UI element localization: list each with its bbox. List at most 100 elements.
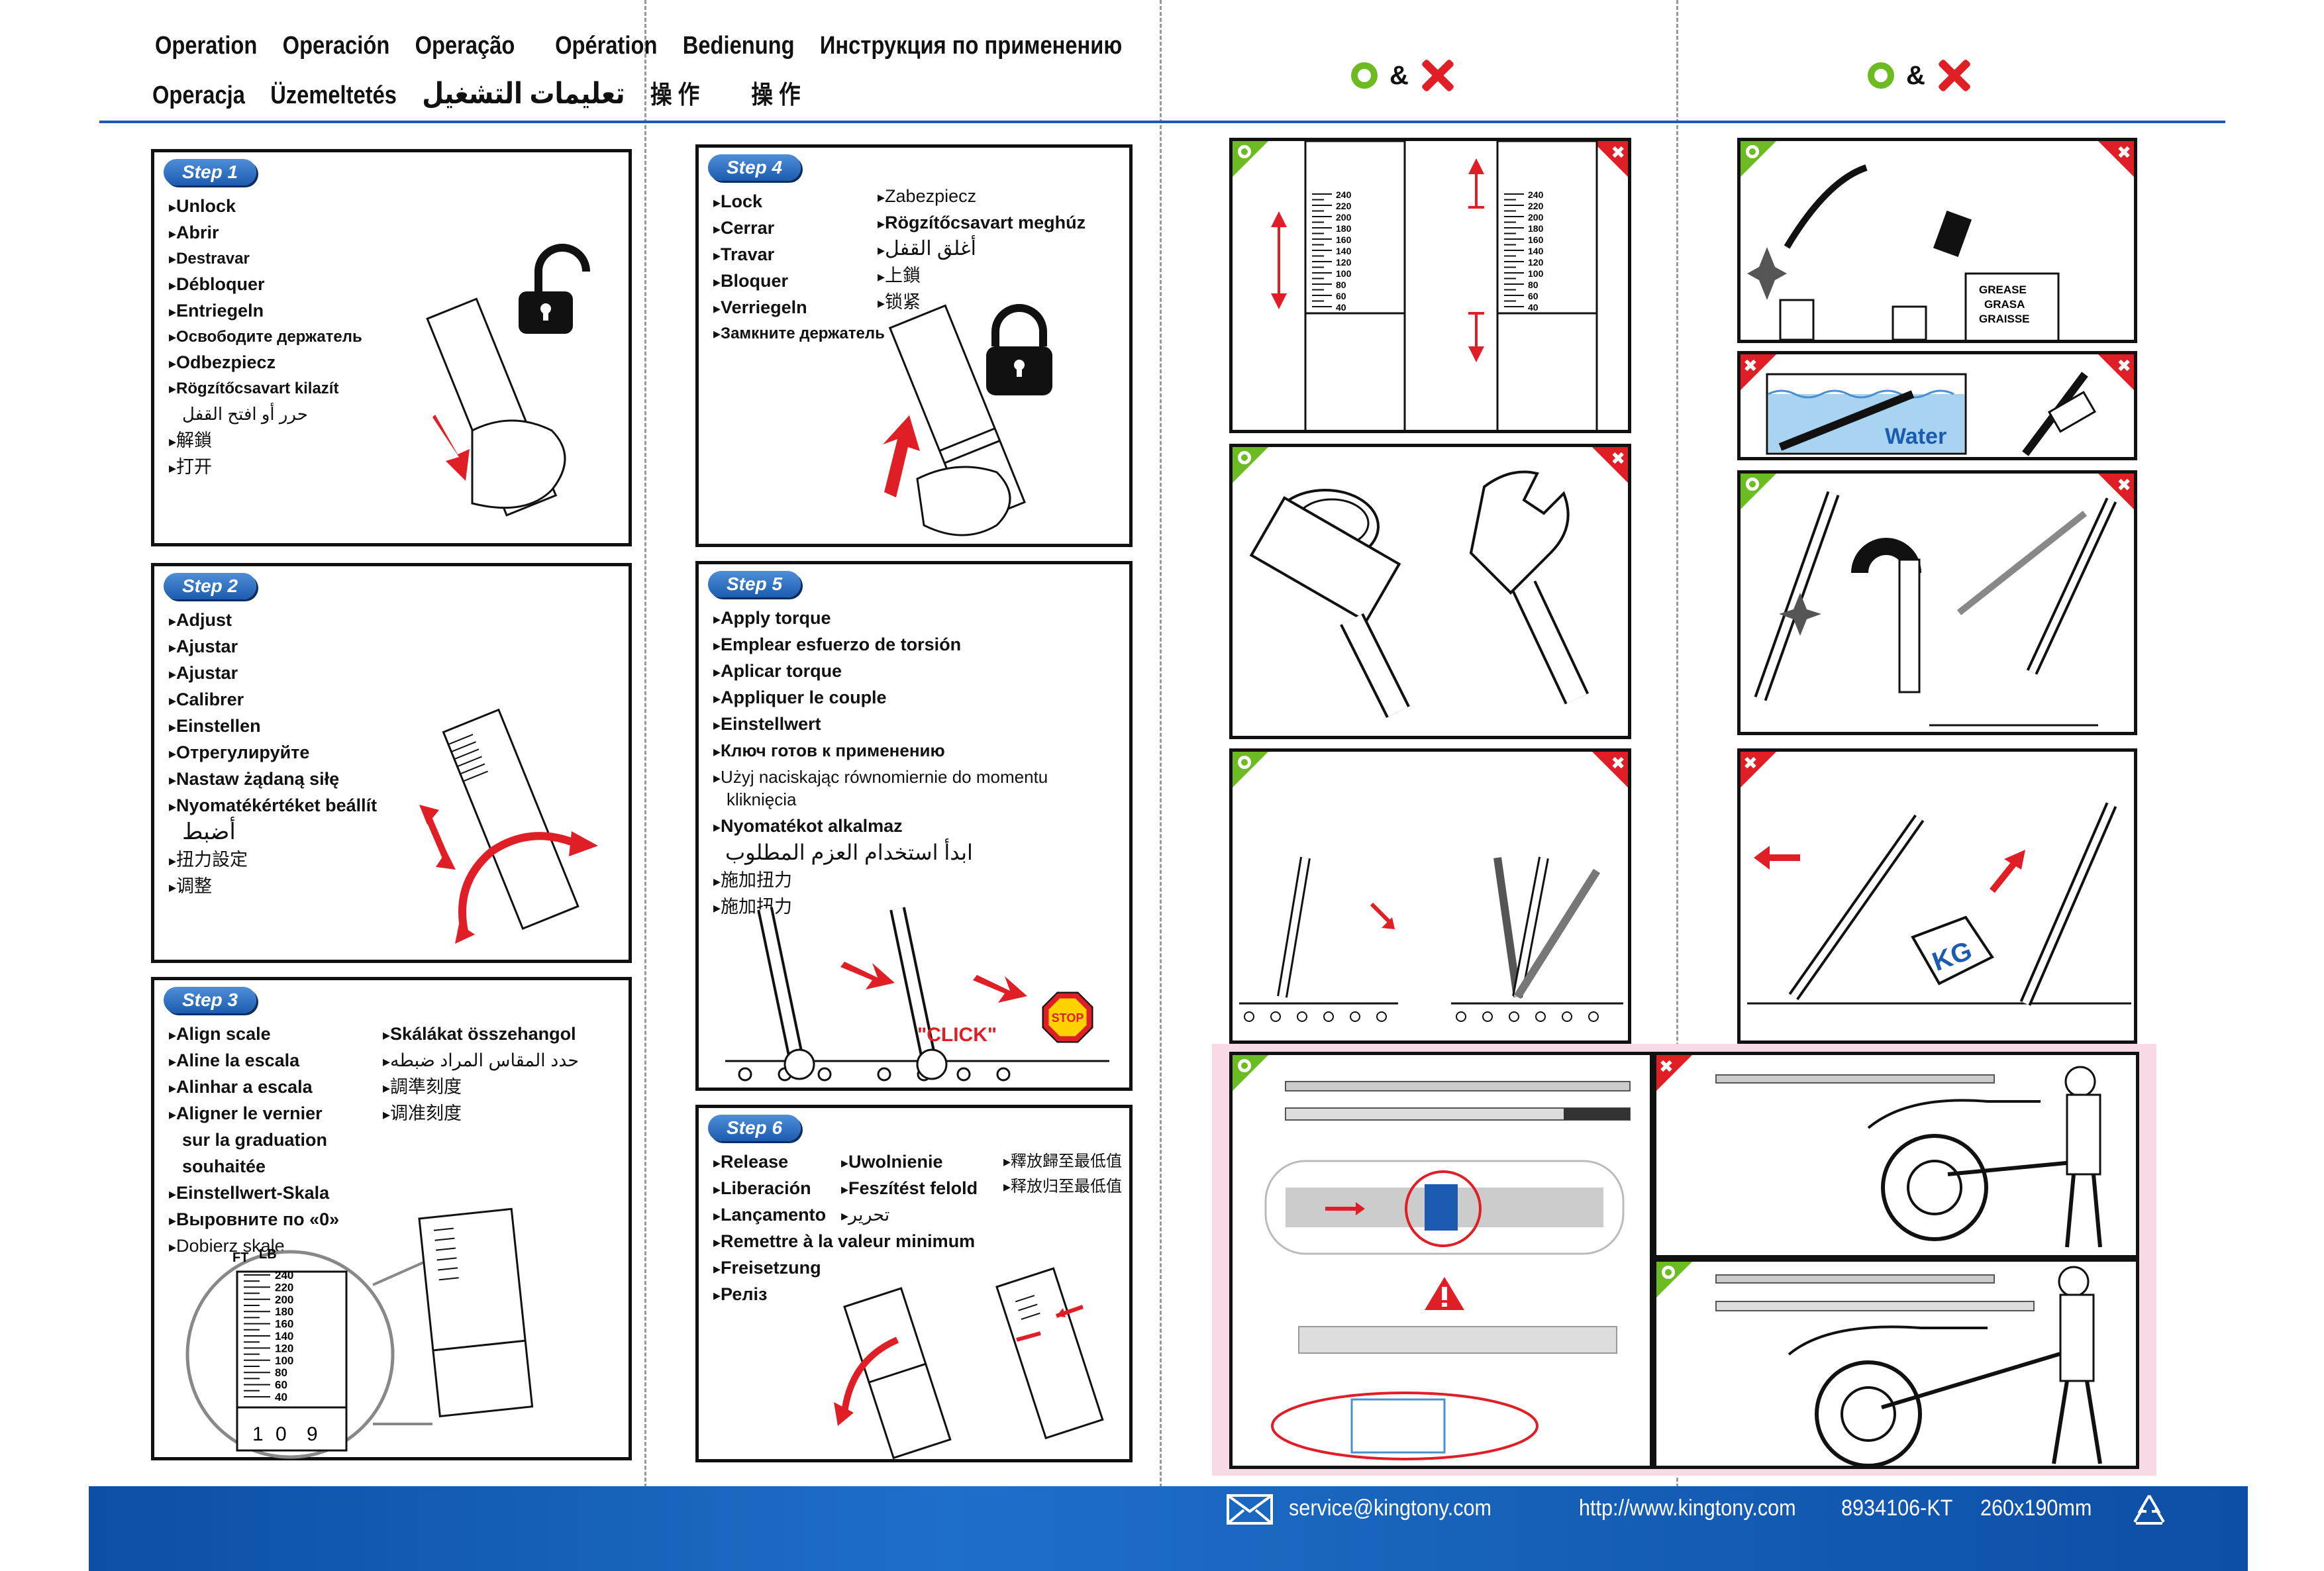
scale-value: 200 <box>1528 212 1544 223</box>
scale-value: 220 <box>1528 201 1544 211</box>
step-3-item: sur la graduation <box>182 1130 328 1150</box>
step-2-item: 调整 <box>169 874 377 900</box>
scale-value: 180 <box>1336 223 1352 234</box>
step-6-item: Реліз <box>713 1282 975 1308</box>
grease-label: GRASA <box>1984 298 2025 311</box>
step-5-item: ابدأ استخدام العزم المطلوب <box>725 840 973 864</box>
scale-value: 140 <box>275 1330 293 1343</box>
step-3-item: Einstellwert-Skala <box>169 1180 339 1207</box>
scale-value: 40 <box>275 1391 287 1403</box>
footer-email[interactable]: service@kingtony.com <box>1289 1495 1491 1521</box>
bad-badge-icon <box>1592 752 1628 787</box>
water-panel: Water <box>1737 351 2137 460</box>
scale-value: 160 <box>1336 234 1352 245</box>
step-4-item: 锁紧 <box>878 289 1086 316</box>
dial-digit: 0 <box>276 1423 287 1445</box>
arrow-up-icon <box>883 415 920 497</box>
step-1-list: Unlock Abrir Destravar Débloquer Entrieg… <box>169 193 362 481</box>
step-5-list: Apply torque Emplear esfuerzo de torsión… <box>713 605 1048 921</box>
small-scale-wrench <box>418 1207 534 1418</box>
step-3-badge: Step 3 <box>164 987 257 1013</box>
bad-badge-icon <box>1741 752 1776 787</box>
scale-value: 60 <box>275 1379 287 1392</box>
bad-badge-icon <box>2098 354 2134 390</box>
step-1-item: Entriegeln <box>169 298 362 325</box>
step-1-badge: Step 1 <box>164 159 257 185</box>
step-4-item: Zabezpiecz <box>878 183 1086 210</box>
scale-value: 120 <box>275 1342 293 1354</box>
tool-misuse-panel <box>1737 470 2137 735</box>
step-3-item: souhaitée <box>182 1156 266 1176</box>
legend-amp: & <box>1389 60 1409 90</box>
header-operation-ar: تعليمات التشغيل <box>422 77 625 110</box>
step-5-item: 施加扭力 <box>713 868 1048 894</box>
step-6-col1: Release Liberación Lançamento Remettre à… <box>713 1149 975 1308</box>
car-wheel-ok-panel <box>1653 1258 2139 1469</box>
car-wheel-bad-panel <box>1653 1052 2139 1258</box>
step-1-item: Odbezpiecz <box>169 350 362 376</box>
header-operation-ru: Инструкция по применению <box>819 32 1123 60</box>
scale-value: 200 <box>1336 212 1352 223</box>
step-6-col3: 釋放歸至最低值 释放归至最低值 <box>1003 1149 1122 1199</box>
header-row-1: Operation Operación Operação Opération B… <box>155 32 1142 60</box>
scale-value: 60 <box>1336 291 1346 301</box>
grease-label: GRAISSE <box>1979 313 2030 325</box>
step-6-col2: Uwolnienie Feszítést felold تحرير <box>841 1149 978 1229</box>
lubrication-panel: GREASE GRASA GRAISSE <box>1737 138 2137 343</box>
grease-label: GREASE <box>1979 283 2027 296</box>
step-4-item: Travar <box>713 242 885 268</box>
step-4-col1: Lock Cerrar Travar Bloquer Verriegeln За… <box>713 189 885 346</box>
scale-value: 120 <box>1336 257 1352 268</box>
ok-badge-icon <box>1233 1055 1268 1091</box>
step-5-panel: Step 5 Apply torque Emplear esfuerzo de … <box>695 561 1133 1091</box>
step-2-item: Ajustar <box>169 660 377 687</box>
step-5-item: Emplear esfuerzo de torsión <box>713 632 1048 658</box>
step-1-item: 解鎖 <box>169 428 362 454</box>
bad-badge-icon <box>1741 354 1776 390</box>
arrow-down-icon <box>432 415 470 481</box>
step-1-item: Débloquer <box>169 272 362 298</box>
bad-badge-icon <box>1592 141 1628 177</box>
step-4-panel: Step 4 Lock Cerrar Travar Bloquer Verrie… <box>695 144 1133 547</box>
scale-value: 220 <box>1336 201 1352 211</box>
fold-line-3 <box>1676 0 1678 1571</box>
step-5-illustration: "CLICK" STOP <box>725 907 1109 1082</box>
step-1-item: Destravar <box>169 246 362 272</box>
ok-badge-icon <box>1233 141 1268 177</box>
step-6-item: تحرير <box>841 1202 978 1229</box>
step-3-item: Выровните по «0» <box>169 1207 339 1233</box>
header-operation-pt: Operação <box>415 32 515 60</box>
step-3-item: Alinhar a escala <box>169 1074 339 1101</box>
footer-bar <box>89 1486 2248 1571</box>
bad-cross-icon <box>1421 58 1455 93</box>
header-operation-pl: Operacja <box>152 81 245 109</box>
step-3-col1: Align scale Aline la escala Alinhar a es… <box>169 1021 339 1260</box>
footer-url[interactable]: http://www.kingtony.com <box>1579 1495 1796 1521</box>
scale-value: 160 <box>275 1318 293 1331</box>
click-label: "CLICK" <box>917 1024 997 1046</box>
step-2-item: 扭力設定 <box>169 847 377 874</box>
step-4-item: 上鎖 <box>878 263 1086 289</box>
step-4-item: Замкните держатель <box>713 321 885 346</box>
step-6-item: Lançamento <box>713 1202 975 1229</box>
step-6-item: Uwolnienie <box>841 1149 978 1176</box>
legend-ok-bad-right: & <box>1868 58 1972 93</box>
wrench-scale-drawing <box>442 708 580 931</box>
step-1-item: حرر أو افتح القفل <box>182 404 308 424</box>
step-1-item: Rögzítőcsavart kilazít <box>169 376 362 401</box>
scale-value: 140 <box>1336 246 1352 256</box>
header-operation-zh-cn: 操 作 <box>751 81 801 109</box>
ok-badge-icon <box>1741 474 1776 509</box>
bad-cross-icon <box>1937 58 1972 93</box>
fold-line-1 <box>644 0 646 1571</box>
unlock-padlock-icon <box>519 244 590 334</box>
step-1-panel: Step 1 Unlock Abrir Destravar Débloquer … <box>151 149 632 546</box>
step-3-item: Aline la escala <box>169 1048 339 1074</box>
scale-value: 100 <box>1528 268 1544 279</box>
footer-size: 260x190mm <box>1980 1495 2092 1521</box>
impact-panel: KG <box>1737 748 2137 1044</box>
step-6-item: Release <box>713 1149 975 1176</box>
header-operation-es: Operación <box>282 32 390 60</box>
recycle-icon <box>2133 1494 2165 1525</box>
